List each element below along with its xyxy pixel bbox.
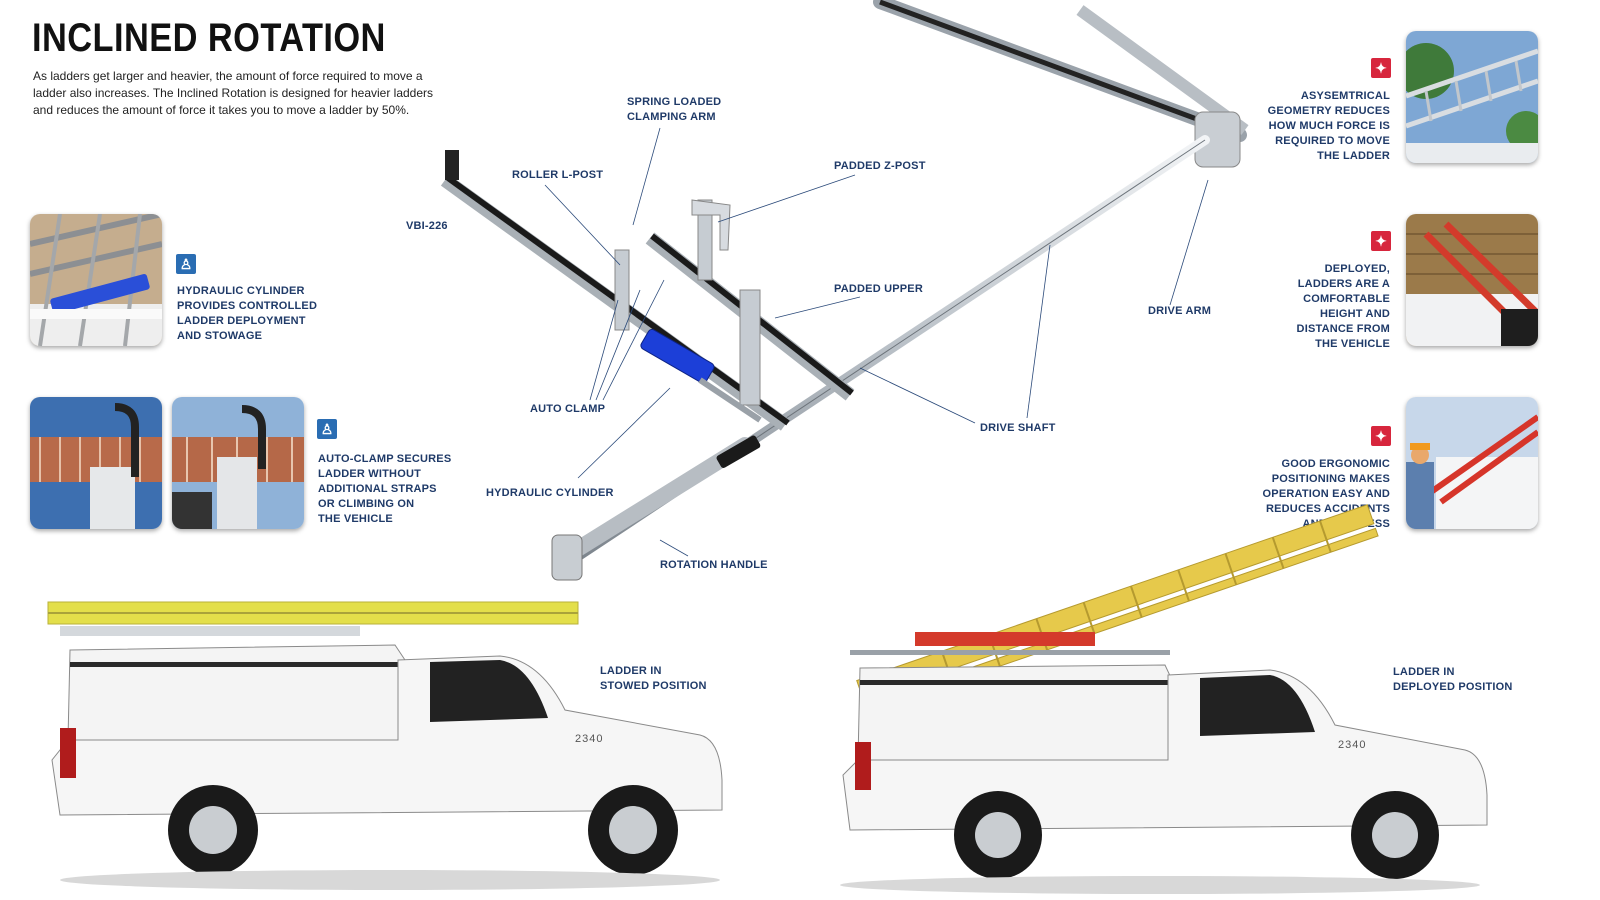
person-ergonomic-icon: ✦: [1371, 231, 1391, 251]
page-title: INCLINED ROTATION: [32, 16, 386, 60]
rotation-handle-knob: [551, 534, 583, 581]
photo-autoclamp-2: [172, 397, 304, 529]
photo-hydraulic-cylinder: [30, 214, 162, 346]
hydraulic-rod: [698, 377, 762, 423]
intro-text: As ladders get larger and heavier, the a…: [33, 69, 434, 117]
photo-ergonomic: [1406, 397, 1538, 529]
photo-autoclamp-1: [30, 397, 162, 529]
leader-lines: [544, 127, 1209, 557]
label-drive-shaft: DRIVE SHAFT: [980, 422, 1056, 434]
callout-deployed: DEPLOYED, LADDERS ARE A COMFORTABLE HEIG…: [1296, 263, 1390, 350]
photo-deployed: [1406, 214, 1538, 346]
label-roller-lpost: ROLLER L-POST: [512, 169, 604, 181]
handle-grip: [716, 435, 761, 468]
label-padded-upper: PADDED UPPER: [834, 283, 923, 295]
caption-stowed: LADDER IN STOWED POSITION: [600, 665, 707, 692]
person-ergonomic-icon: ✦: [1371, 426, 1391, 446]
label-drive-arm: DRIVE ARM: [1148, 305, 1212, 317]
person-ladder-icon: ♙: [317, 419, 337, 439]
truck-number-stowed: 2340: [575, 733, 604, 745]
caption-deployed: LADDER IN DEPLOYED POSITION: [1393, 666, 1513, 693]
drive-arm-bracket: [1194, 111, 1241, 168]
padded-zpost: [697, 199, 713, 281]
rail-end-cap: [445, 150, 459, 180]
person-ladder-icon: ♙: [176, 254, 196, 274]
callout-asymmetrical: ASYSEMTRICAL GEOMETRY REDUCES HOW MUCH F…: [1267, 90, 1390, 162]
callout-ergonomic: GOOD ERGONOMIC POSITIONING MAKES OPERATI…: [1262, 458, 1390, 530]
hydraulic-cylinder-body: [640, 328, 715, 384]
label-vbi: VBI-226: [406, 220, 448, 232]
rotation-bar: [552, 437, 753, 568]
label-spring-loaded: SPRING LOADED CLAMPING ARM: [627, 96, 722, 123]
label-rotation-handle: ROTATION HANDLE: [660, 559, 768, 571]
label-hydraulic-cylinder: HYDRAULIC CYLINDER: [486, 487, 614, 499]
upper-arm-pad: [879, 0, 1241, 138]
padded-upper-post: [739, 289, 761, 406]
roller-lpost: [614, 249, 630, 331]
photo-asymmetrical: [1406, 31, 1538, 163]
upper-crossbar: [1076, 5, 1249, 135]
callout-hydraulic: HYDRAULIC CYLINDER PROVIDES CONTROLLED L…: [177, 285, 318, 342]
callout-autoclamp: AUTO-CLAMP SECURES LADDER WITHOUT ADDITI…: [318, 453, 452, 525]
label-padded-zpost: PADDED Z-POST: [834, 160, 926, 172]
zpost-bracket: [691, 199, 731, 251]
truck-number-deployed: 2340: [1338, 739, 1367, 751]
label-auto-clamp: AUTO CLAMP: [530, 403, 606, 415]
person-ergonomic-icon: ✦: [1371, 58, 1391, 78]
